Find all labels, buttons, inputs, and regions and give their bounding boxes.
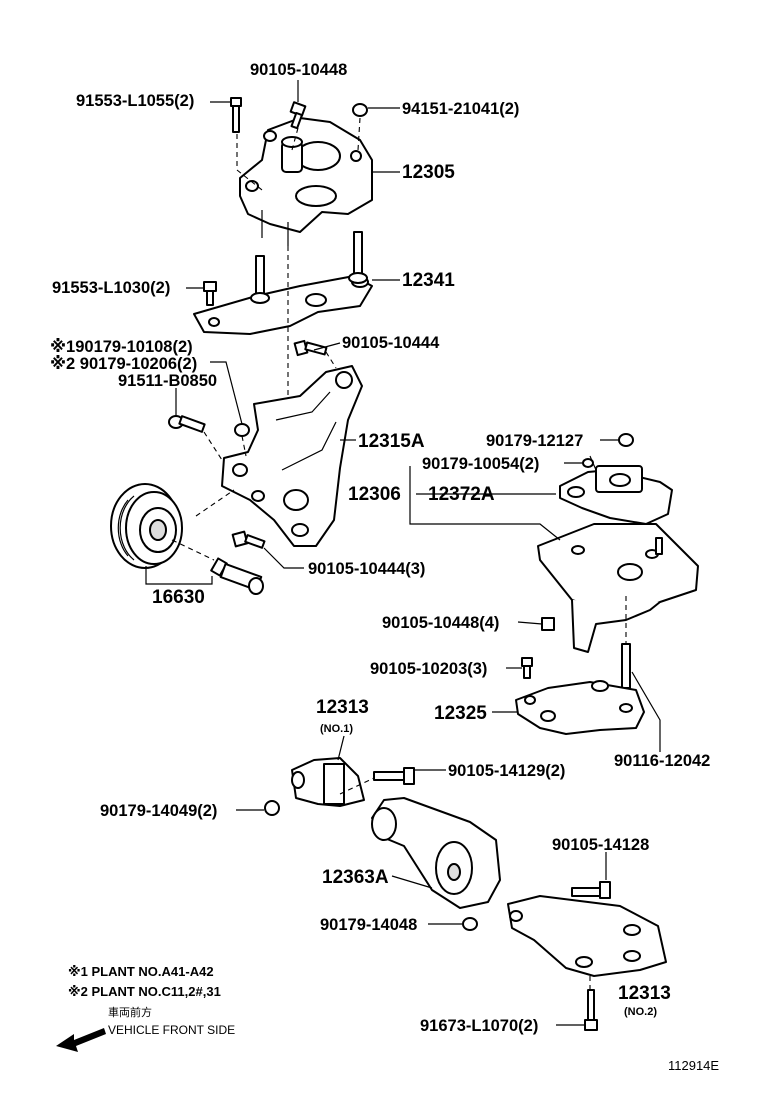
- label-12313-no1-sub: (NO.1): [320, 723, 353, 735]
- stud-90116-12042: [621, 643, 631, 689]
- bolt-90105-14129: [373, 767, 415, 785]
- bolt-16630: [210, 557, 264, 595]
- label-91673-L1070: 91673-L1070(2): [420, 1017, 538, 1035]
- nut-90179-12127: [618, 433, 634, 447]
- label-12313-no1: 12313: [316, 697, 369, 718]
- part-12325-bracket: [515, 680, 645, 735]
- label-91553-L1055: 91553-L1055(2): [76, 92, 194, 110]
- bolt-90105-10444-3: [231, 530, 266, 549]
- label-91553-L1030: 91553-L1030(2): [52, 279, 170, 297]
- label-12372A: 12372A: [428, 484, 495, 505]
- label-12341: 12341: [402, 270, 455, 291]
- label-90179-14048: 90179-14048: [320, 916, 417, 934]
- label-16630: 16630: [152, 587, 205, 608]
- label-90105-10448-4: 90105-10448(4): [382, 614, 499, 632]
- label-90179-10108: ※190179-10108(2): [50, 338, 193, 356]
- bolt-90105-10448-top: [289, 101, 307, 130]
- part-12341-bracket: [193, 231, 373, 335]
- label-94151-21041: 94151-21041(2): [402, 100, 519, 118]
- label-91511-B0850: 91511-B0850: [118, 372, 217, 390]
- part-12305-bracket: [239, 117, 373, 246]
- label-90179-12127: 90179-12127: [486, 432, 583, 450]
- part-12372A-mount: [559, 465, 673, 525]
- label-12305: 12305: [402, 162, 455, 183]
- vehicle-front-arrow-icon: [56, 1028, 106, 1052]
- diagram-id: 112914E: [668, 1058, 719, 1073]
- label-12325: 12325: [434, 703, 487, 724]
- note-front-jp: 車両前方: [108, 1005, 152, 1019]
- part-16630-pulley: [110, 483, 183, 569]
- label-12363A: 12363A: [322, 867, 389, 888]
- label-90105-10448-top: 90105-10448: [250, 61, 347, 79]
- note-front-en: VEHICLE FRONT SIDE: [108, 1023, 235, 1037]
- bolt-90105-10448-4: [541, 617, 555, 631]
- label-90179-10206: ※2 90179-10206(2): [50, 355, 197, 373]
- nut-90179-10054: [582, 458, 594, 468]
- label-90105-10444: 90105-10444: [342, 334, 440, 352]
- part-12313-no1: [291, 757, 365, 807]
- label-90105-14129: 90105-14129(2): [448, 762, 565, 780]
- label-12313-no2: 12313: [618, 983, 671, 1004]
- bolt-91553-L1055: [230, 97, 242, 133]
- bolt-91673-L1070: [584, 989, 598, 1031]
- label-12313-no2-sub: (NO.2): [624, 1006, 657, 1018]
- label-90179-10054: 90179-10054(2): [422, 455, 539, 473]
- label-12315A: 12315A: [358, 431, 425, 452]
- bolt-90105-10444: [293, 339, 328, 357]
- nut-90179-10108: [234, 423, 250, 437]
- note-plant-2: ※2 PLANT NO.C11,2#,31: [68, 984, 221, 999]
- label-12306: 12306: [348, 484, 401, 505]
- part-12315A-bracket: [221, 365, 363, 547]
- label-90105-10444-3: 90105-10444(3): [308, 560, 425, 578]
- nut-90179-14049: [264, 800, 280, 816]
- part-12306-plate: [537, 523, 699, 653]
- part-12313-no2: [507, 895, 667, 977]
- label-90116-12042: 90116-12042: [614, 752, 710, 770]
- bolt-91511-B0850: [168, 415, 206, 433]
- nut-90179-14048: [462, 917, 478, 931]
- label-90105-14128: 90105-14128: [552, 836, 649, 854]
- bolt-90105-10203-3: [521, 657, 533, 679]
- label-90179-14049: 90179-14049(2): [100, 802, 217, 820]
- part-12363A-rod: [371, 797, 501, 909]
- nut-94151-21041: [352, 103, 368, 117]
- note-plant-1: ※1 PLANT NO.A41-A42: [68, 964, 214, 979]
- leader-lines: [145, 80, 661, 1026]
- label-90105-10203-3: 90105-10203(3): [370, 660, 487, 678]
- bolt-90105-14128: [571, 881, 611, 899]
- bolt-91553-L1030: [203, 281, 217, 306]
